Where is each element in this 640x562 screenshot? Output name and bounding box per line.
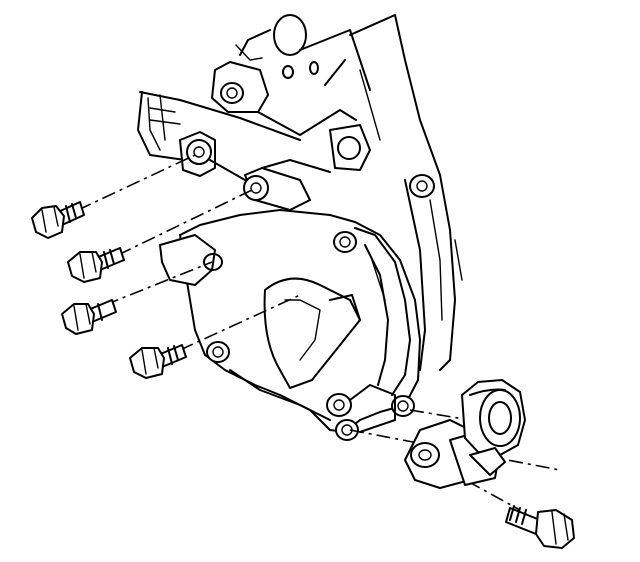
accessory-bracket <box>159 209 421 441</box>
engine-block-outline <box>137 14 463 371</box>
bolt-4 <box>129 344 187 379</box>
idler-pulley-assembly <box>404 379 526 489</box>
alignment-lines <box>77 154 561 511</box>
bolt-1 <box>31 201 85 239</box>
bolt-5 <box>505 505 575 549</box>
bolt-3 <box>61 299 117 335</box>
bracket-bushings <box>179 131 331 211</box>
bolt-2 <box>67 247 125 283</box>
